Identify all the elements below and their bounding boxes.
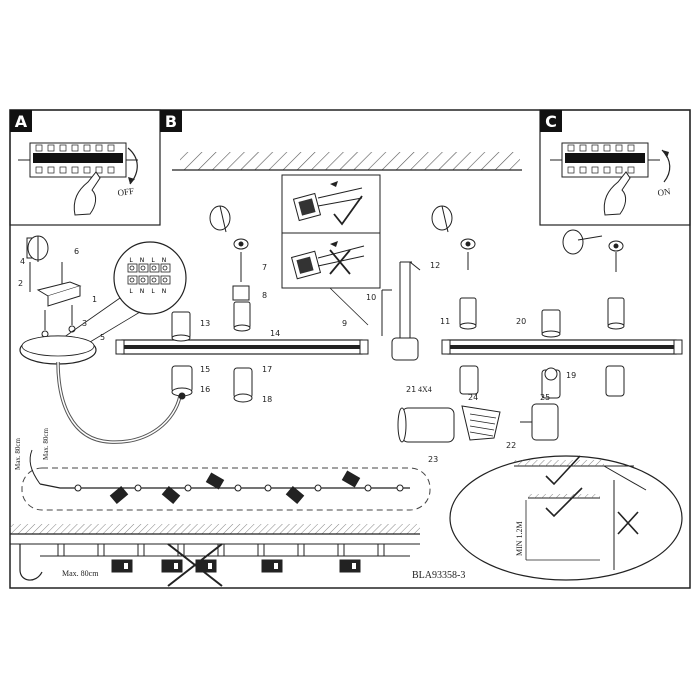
cable-spots: [109, 470, 361, 505]
track-rail-left: [115, 339, 369, 355]
screw-count-label: 4X4: [418, 385, 432, 394]
callout-17: 17: [262, 365, 272, 374]
callout-1: 1: [92, 295, 97, 304]
rail-connector: [381, 261, 421, 361]
terminal-label: L: [151, 257, 155, 264]
callout-2: 2: [18, 279, 23, 288]
terminal-label: N: [140, 257, 145, 264]
terminal-magnifier: L N L N L N L N: [59, 241, 187, 349]
screwdriver-icon: [27, 205, 603, 262]
panel-a-label-box: [10, 110, 32, 132]
callout-3: 3: [82, 319, 87, 328]
terminal-block-c: [550, 142, 660, 178]
ceiling: [172, 152, 522, 171]
callout-5: 5: [100, 333, 105, 342]
callout-4: 4: [20, 257, 25, 266]
switch-off-label: OFF: [117, 186, 135, 198]
callout-18: 18: [262, 395, 272, 404]
callout-9: 9: [342, 319, 347, 328]
callout-24: 24: [468, 393, 478, 402]
callout-16: 16: [200, 385, 210, 394]
panel-a-label: A: [15, 112, 28, 131]
panel-c-label: C: [545, 112, 557, 131]
hand-icon: [603, 171, 631, 216]
bottom-spots: [111, 559, 361, 573]
callout-22: 22: [506, 441, 516, 450]
callout-19: 19: [566, 371, 576, 380]
dimension-cable-max-2: Max. 80cm: [14, 438, 22, 470]
cross-icon: [329, 249, 351, 275]
cross-icon: [167, 543, 223, 587]
panel-a-frame: [9, 109, 161, 226]
callout-15: 15: [200, 365, 210, 374]
callout-21: 21: [406, 385, 416, 394]
callout-25: 25: [540, 393, 550, 402]
panel-c-frame: [539, 109, 691, 226]
callout-13: 13: [200, 319, 210, 328]
wire-detail-wrong: [281, 232, 381, 326]
callout-6: 6: [74, 247, 79, 256]
supply-cable: [56, 361, 182, 444]
document-code: BLA93358-3: [412, 570, 465, 581]
wire-detail-correct: [281, 174, 381, 234]
callout-7: 7: [262, 263, 267, 272]
callout-12: 12: [430, 261, 440, 270]
checkmark-icon: [545, 455, 581, 486]
screws: [41, 305, 76, 338]
lamp-bodies: [171, 365, 625, 403]
panel-c: C ON: [539, 109, 691, 226]
checkmark-icon: [545, 487, 583, 518]
terminal-label: N: [140, 288, 145, 295]
callout-10: 10: [366, 293, 376, 302]
switch-on-label: ON: [657, 186, 672, 198]
dimension-cable-max-3: Max. 80cm: [62, 569, 99, 578]
callout-8: 8: [262, 291, 267, 300]
callout-20: 20: [516, 317, 526, 326]
callout-numbers: 1 2 3 4 5 6 7 8 9 10 11 12 13 14 15 16 1…: [18, 247, 576, 464]
sheet-border: [9, 109, 691, 589]
bottom-clips: [57, 543, 385, 557]
dimension-min-distance: MIN 1.2M: [515, 521, 524, 556]
cable-clips: [74, 484, 404, 492]
spotlight-assembly: [397, 403, 559, 443]
cable-run-area: [21, 449, 431, 511]
terminal-label: N: [162, 257, 167, 264]
panel-a: A OFF: [9, 109, 161, 226]
terminal-block-a: [18, 142, 138, 178]
panel-b-label: B: [165, 112, 177, 131]
callout-11: 11: [440, 317, 450, 326]
cross-icon: [617, 511, 639, 535]
dimension-cable-max-1: Max. 80cm: [42, 428, 50, 460]
canopy: [19, 335, 182, 444]
terminal-label: L: [151, 288, 155, 295]
min-distance-detail: [449, 455, 683, 581]
callout-14: 14: [270, 329, 280, 338]
hand-icon: [73, 171, 101, 216]
panel-b-label-box: [160, 110, 182, 132]
terminal-label: L: [129, 257, 133, 264]
terminal-label: N: [162, 288, 167, 295]
panel-c-label-box: [540, 110, 562, 132]
checkmark-icon: [333, 195, 363, 226]
adapter-heads: [171, 238, 625, 342]
callout-23: 23: [428, 455, 438, 464]
terminal-label: L: [129, 288, 133, 295]
track-rail-right: [441, 339, 683, 355]
